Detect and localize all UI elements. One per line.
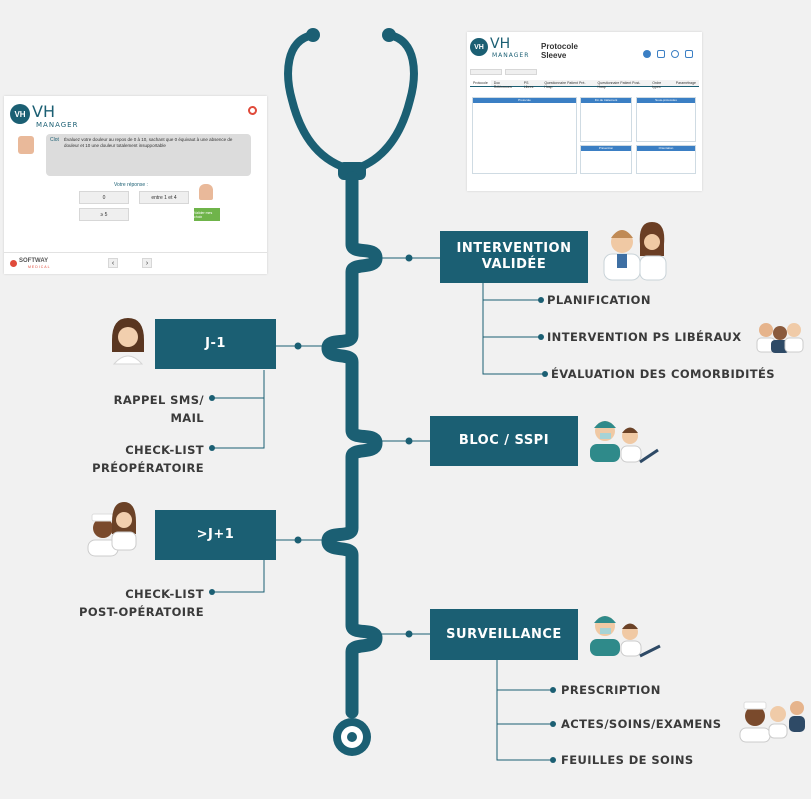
answer-button-2[interactable]: ≥ 5	[79, 208, 129, 221]
power-icon[interactable]	[248, 106, 257, 115]
rappel-line-2: MAIL	[170, 411, 204, 425]
protocol-title-line-2: Sleeve	[541, 51, 567, 60]
surgeons-icon	[590, 421, 659, 464]
vh-logo-icon: VH	[10, 104, 30, 124]
prev-button[interactable]: ‹	[108, 258, 118, 268]
item-rappel-sms: RAPPEL SMS/ MAIL	[100, 391, 204, 427]
checklist-preop-line-1: CHECK-LIST	[125, 443, 204, 457]
box-surveillance: SURVEILLANCE	[430, 609, 578, 660]
panel-orientation: Orientation	[636, 145, 696, 174]
softway-logo-icon	[10, 260, 17, 267]
checklist-preop-line-2: PRÉOPÉRATOIRE	[92, 461, 204, 475]
questionnaire-screenshot: VH VH MANAGER Clot Évaluez votre douleur…	[4, 96, 267, 274]
tab-parametrage[interactable]: Paramétrage	[675, 81, 696, 85]
box-j-plus-1: >J+1	[155, 510, 276, 560]
protocol-title-line-1: Protocole	[541, 42, 578, 51]
item-checklist-preop: CHECK-LIST PRÉOPÉRATOIRE	[80, 441, 204, 477]
protocol-title: Protocole Sleeve	[541, 42, 578, 60]
tab-protocole[interactable]: Protocole	[470, 80, 491, 86]
tube-joint-icon	[338, 162, 366, 180]
panel-protocole: Protocole	[472, 97, 577, 174]
woman-patient-icon	[112, 318, 144, 365]
tab-questionnaire-post[interactable]: Questionnaire Patient Post-Hosp	[597, 81, 641, 89]
edit-icon[interactable]	[657, 50, 665, 58]
item-actes-soins: ACTES/SOINS/EXAMENS	[561, 717, 722, 731]
action-button-1[interactable]	[470, 69, 502, 75]
avatar	[18, 136, 34, 154]
panel-sous-protocoles: Sous-protocoles	[636, 97, 696, 142]
item-feuilles-soins: FEUILLES DE SOINS	[561, 753, 694, 767]
panel-fin-traitement: Fin de traitement	[580, 97, 632, 142]
stethoscope-head-icon	[284, 31, 418, 174]
earpiece-right-icon	[382, 28, 396, 42]
tab-ordre-types[interactable]: Ordre types	[652, 81, 662, 89]
panel-title-fin: Fin de traitement	[581, 98, 631, 103]
doctors-icon	[603, 222, 667, 281]
item-comorbidites: ÉVALUATION DES COMORBIDITÉS	[551, 367, 775, 381]
app-logo-sub: MANAGER	[492, 52, 530, 59]
footer-logo: SOFTWAY	[19, 258, 49, 264]
panel-prevention: Prévention	[580, 145, 632, 174]
answer-button-1[interactable]: entre 1 et 4	[139, 191, 189, 204]
question-tag: Clot	[50, 137, 59, 143]
tab-questionnaire-pre[interactable]: Questionnaire Patient Pré-Hosp	[544, 81, 586, 89]
tab-doc-references[interactable]: Doc Références	[493, 81, 512, 89]
checklist-postop-line-2: POST-OPÉRATOIRE	[79, 605, 204, 619]
question-panel: Clot Évaluez votre douleur au repos de 0…	[46, 134, 251, 176]
nurses-icon	[87, 502, 137, 557]
protocol-tabs: Protocole Doc Références PS Libres Quest…	[470, 80, 699, 89]
panel-title-orientation: Orientation	[637, 146, 695, 151]
vh-logo-icon: VH	[470, 38, 488, 56]
tab-ps-libres[interactable]: PS Libres	[523, 81, 534, 89]
box-intervention-validee: INTERVENTION VALIDÉE	[440, 231, 588, 283]
panel-title-sous: Sous-protocoles	[637, 98, 695, 103]
item-checklist-postop: CHECK-LIST POST-OPÉRATOIRE	[70, 585, 204, 621]
app-logo: VH	[490, 36, 511, 52]
next-button[interactable]: ›	[142, 258, 152, 268]
footer-logo-sub: MEDICAL	[28, 265, 51, 269]
item-planification: PLANIFICATION	[547, 293, 651, 307]
answer-title: Votre réponse :	[114, 182, 148, 188]
item-ps-liberaux: INTERVENTION PS LIBÉRAUX	[547, 330, 742, 344]
earpiece-left-icon	[306, 28, 320, 42]
connector-dots	[209, 254, 556, 763]
care-team-icon	[739, 701, 805, 743]
protocol-screenshot: VH VH MANAGER Protocole Sleeve Protocole…	[467, 32, 702, 191]
panel-title-prevention: Prévention	[581, 146, 631, 151]
panel-title-protocole: Protocole	[473, 98, 576, 103]
checklist-postop-line-1: CHECK-LIST	[125, 587, 204, 601]
validate-button[interactable]: Valider mes choix	[194, 208, 220, 221]
answer-button-0[interactable]: 0	[79, 191, 129, 204]
user-avatar-icon	[199, 184, 213, 200]
app-logo: VH	[32, 102, 55, 121]
print-icon[interactable]	[685, 50, 693, 58]
stethoscope-tube	[321, 171, 383, 719]
action-button-2[interactable]	[505, 69, 537, 75]
item-prescription: PRESCRIPTION	[561, 683, 661, 697]
question-text: Évaluez votre douleur au repos de 0 à 10…	[64, 137, 233, 148]
surgeons-icon-2	[590, 616, 661, 658]
app-logo-sub: MANAGER	[36, 121, 79, 129]
team-icon	[756, 323, 804, 353]
rappel-line-1: RAPPEL SMS/	[113, 393, 204, 407]
box-bloc-sspi: BLOC / SSPI	[430, 416, 578, 466]
search-icon[interactable]	[671, 50, 679, 58]
box-j-minus-1: J-1	[155, 319, 276, 369]
add-icon[interactable]	[643, 50, 651, 58]
